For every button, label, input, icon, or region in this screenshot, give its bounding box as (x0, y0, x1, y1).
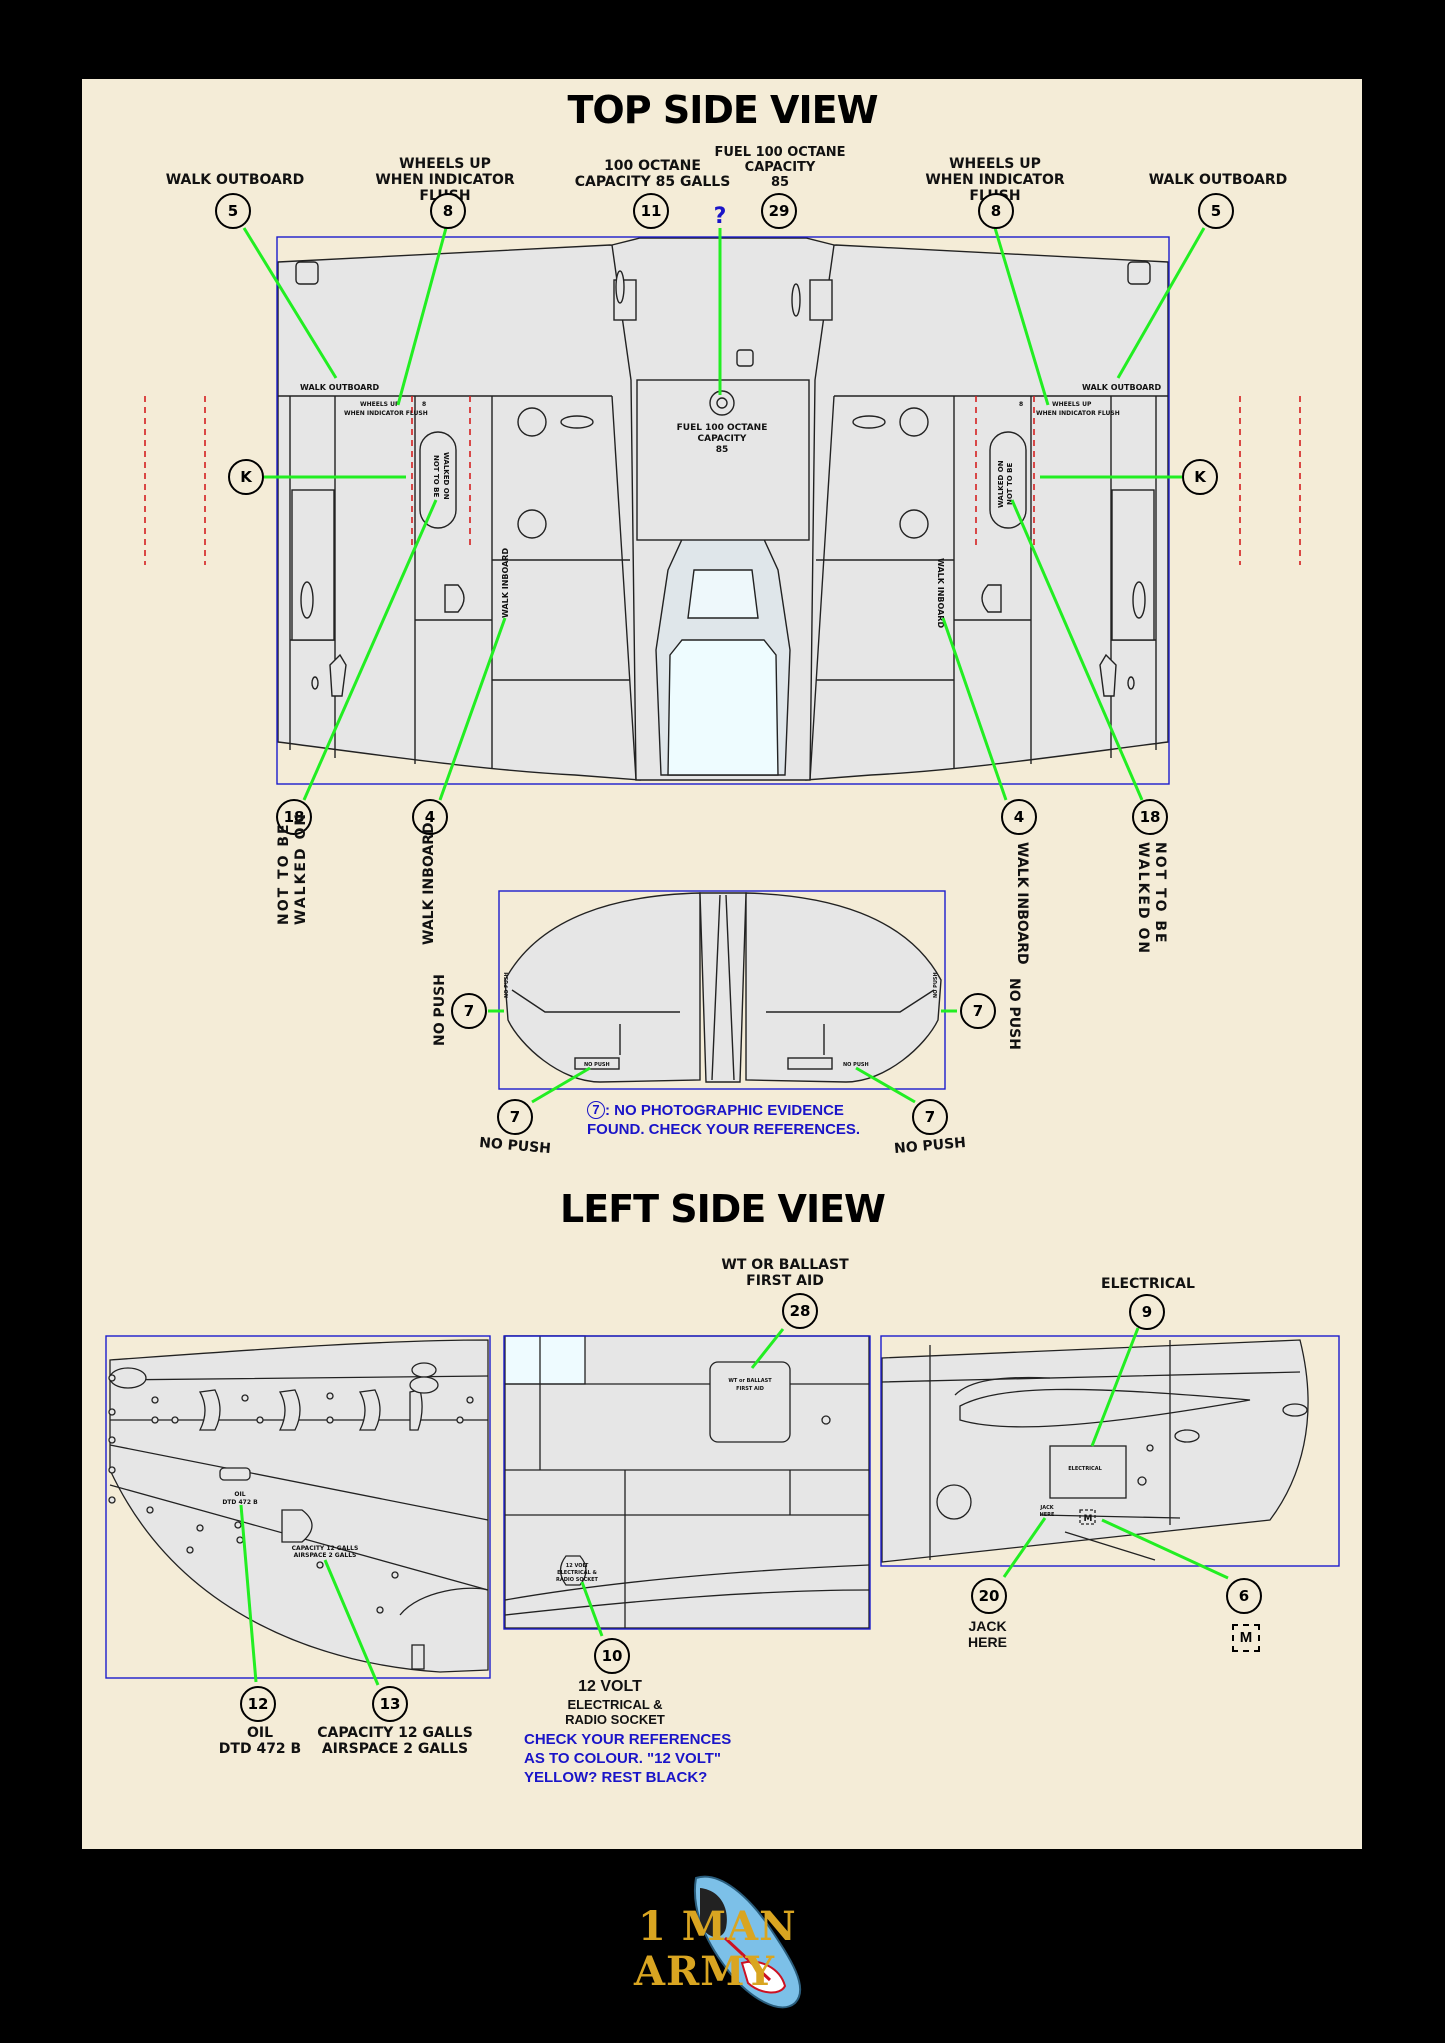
callout-11: 11 (633, 193, 669, 229)
stencil-walk-outboard-right: WALK OUTBOARD (1082, 383, 1162, 392)
stencil-no-push-4: NO PUSH (933, 972, 939, 998)
label-not-walked-left: NOT TO BE WALKED ON (276, 811, 309, 925)
stencil-wheels-up-right: WHEELS UP (1052, 401, 1092, 408)
left-view-rear-frame (880, 1335, 1340, 1567)
callout-29: 29 (761, 193, 797, 229)
callout-k-right: K (1182, 459, 1218, 495)
note-callout-7-num: 7 (587, 1101, 605, 1119)
stencil-walk-inboard-right: WALK INBOARD (936, 558, 945, 628)
callout-5-right: 5 (1198, 193, 1234, 229)
stencil-capacity: CAPACITY 12 GALLS (292, 1545, 359, 1552)
top-view-dashed-lines (144, 396, 1301, 565)
left-view-center-frame (503, 1335, 871, 1630)
stencil-m: M (1084, 1514, 1093, 1524)
label-no-push-left-side: NO PUSH (432, 974, 448, 1046)
left-view-title: LEFT SIDE VIEW (560, 1187, 886, 1231)
stencil-no-push-3: NO PUSH (504, 972, 510, 998)
stencil-no-push-1: NO PUSH (584, 1062, 610, 1068)
callout-8-left: 8 (430, 193, 466, 229)
label-walk-inboard-left: WALK INBOARD (421, 822, 437, 945)
label-fuel-100: FUEL 100 OCTANE CAPACITY 85 (714, 145, 846, 190)
note-callout-7: 7: NO PHOTOGRAPHIC EVIDENCE FOUND. CHECK… (587, 1101, 887, 1139)
label-electrical: ELECTRICAL (1101, 1276, 1195, 1292)
note-12-volt-colour: CHECK YOUR REFERENCES AS TO COLOUR. "12 … (524, 1731, 732, 1786)
stencil-12-volt: 12 VOLT (566, 1563, 589, 1569)
callout-7-left-bottom: 7 (497, 1099, 533, 1135)
top-view-wing-plan (277, 237, 1169, 781)
left-view-rear (881, 1339, 1309, 1563)
stencil-capacity-2: AIRSPACE 2 GALLS (294, 1552, 357, 1559)
stencil-not-walked-left-2: WALKED ON (442, 452, 450, 500)
left-view-nose (108, 1339, 489, 1673)
label-walk-outboard-right: WALK OUTBOARD (1148, 172, 1288, 188)
stencil-electrical: ELECTRICAL (1068, 1466, 1102, 1472)
top-view-frame (276, 236, 1170, 785)
stencil-jack: JACK (1039, 1505, 1054, 1511)
stencil-not-walked-right: NOT TO BE (1006, 462, 1014, 505)
callout-10: 10 (594, 1638, 630, 1674)
callout-9: 9 (1129, 1294, 1165, 1330)
callout-4-right: 4 (1001, 799, 1037, 835)
stencil-8-left: 8 (422, 401, 426, 408)
stencil-12-volt-3: RADIO SOCKET (556, 1577, 599, 1583)
callout-13: 13 (372, 1686, 408, 1722)
stencil-no-push-2: NO PUSH (843, 1062, 869, 1068)
label-walk-inboard-right: WALK INBOARD (1014, 842, 1030, 965)
stencil-fuel-2: CAPACITY (698, 434, 747, 444)
callout-7-right-side: 7 (960, 993, 996, 1029)
stencil-8-right: 8 (1019, 401, 1023, 408)
label-not-walked-right: NOT TO BE WALKED ON (1135, 842, 1168, 956)
callout-8-right: 8 (978, 193, 1014, 229)
m-symbol-box: M (1232, 1624, 1260, 1652)
stencil-12-volt-2: ELECTRICAL & (557, 1570, 597, 1576)
1-man-army-logo: 1 MAN ARMY (630, 1868, 820, 2018)
callout-6: 6 (1226, 1578, 1262, 1614)
leader-lines (239, 227, 1229, 1686)
tailplane-plan (504, 892, 942, 1083)
left-view-center (504, 1335, 870, 1629)
tailplane-frame (498, 890, 946, 1090)
stencil-wt: WT or BALLAST (728, 1378, 772, 1384)
stencil-wheels-up-left: WHEELS UP (360, 401, 400, 408)
callout-7-right-bottom: 7 (912, 1099, 948, 1135)
stencil-walk-outboard-left: WALK OUTBOARD (300, 383, 380, 392)
label-12-volt: 12 VOLT (578, 1678, 642, 1695)
stencil-not-walked-left: NOT TO BE (432, 455, 440, 498)
label-oil: OIL DTD 472 B (218, 1725, 302, 1757)
label-jack-here: JACK HERE (968, 1618, 1007, 1650)
logo-emblem (693, 1875, 802, 2009)
stencil-wheels-up-right-2: WHEN INDICATOR FLUSH (1036, 410, 1120, 417)
callout-18-left: 18 (276, 799, 312, 835)
left-view-nose-frame (105, 1335, 491, 1679)
stencil-jack-2: HERE (1040, 1512, 1055, 1518)
question-mark: ? (714, 204, 727, 229)
label-walk-outboard-left: WALK OUTBOARD (165, 172, 305, 188)
stencil-fuel: FUEL 100 OCTANE (677, 423, 768, 433)
label-octane-100: 100 OCTANE CAPACITY 85 GALLS (574, 158, 731, 190)
stencil-walk-inboard-left: WALK INBOARD (501, 548, 510, 618)
callout-28: 28 (782, 1293, 818, 1329)
label-capacity: CAPACITY 12 GALLS AIRSPACE 2 GALLS (317, 1725, 473, 1757)
stencil-wheels-up-left-2: WHEN INDICATOR FLUSH (344, 410, 428, 417)
stencil-oil: OIL (234, 1491, 245, 1498)
callout-12: 12 (240, 1686, 276, 1722)
callout-k-left: K (228, 459, 264, 495)
callout-7-left-side: 7 (451, 993, 487, 1029)
callout-18-right: 18 (1132, 799, 1168, 835)
note-no-photo-evidence: : NO PHOTOGRAPHIC EVIDENCE FOUND. CHECK … (587, 1102, 861, 1138)
logo-line-1: 1 MAN (638, 1903, 797, 1950)
label-12-volt-sub: ELECTRICAL & RADIO SOCKET (565, 1697, 665, 1727)
stencil-fuel-3: 85 (716, 445, 729, 455)
stencil-oil-2: DTD 472 B (222, 1499, 258, 1506)
stencil-not-walked-right-2: WALKED ON (997, 460, 1005, 508)
stencil-wt-2: FIRST AID (736, 1386, 764, 1392)
label-wt-ballast: WT OR BALLAST FIRST AID (721, 1257, 849, 1289)
label-no-push-right-side: NO PUSH (1006, 978, 1022, 1050)
top-view-title: TOP SIDE VIEW (567, 88, 879, 132)
callout-5-left: 5 (215, 193, 251, 229)
logo-line-2: ARMY (634, 1948, 776, 1995)
callout-4-left: 4 (412, 799, 448, 835)
callout-20: 20 (971, 1578, 1007, 1614)
